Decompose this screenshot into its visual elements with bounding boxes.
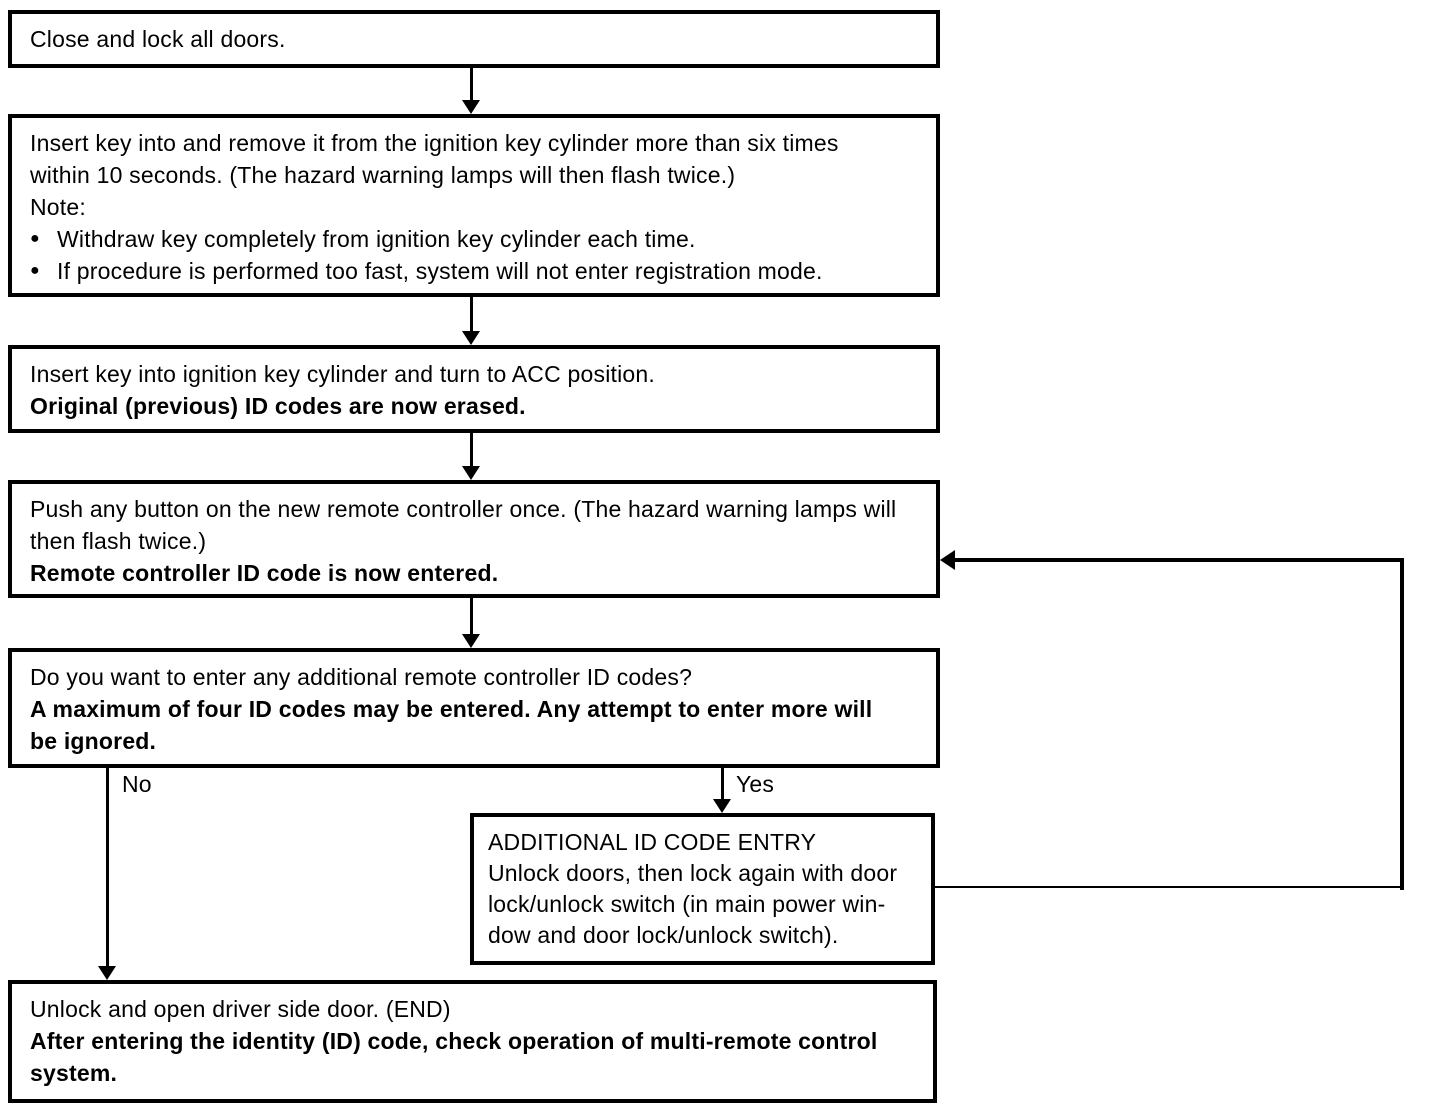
- step-text: dow and door lock/unlock switch).: [488, 922, 839, 948]
- note-label: Note:: [30, 194, 86, 220]
- step-text: Close and lock all doors.: [30, 26, 286, 52]
- decision-note-text: be ignored.: [30, 728, 157, 754]
- flow-step-additional-id-entry: ADDITIONAL ID CODE ENTRY Unlock doors, t…: [470, 813, 935, 965]
- flow-step-close-doors: Close and lock all doors.: [8, 10, 940, 68]
- bullet-icon: ●: [30, 230, 40, 247]
- connector-line: [470, 68, 473, 102]
- step-text: lock/unlock switch (in main power win-: [488, 891, 886, 917]
- arrow-down-icon: [462, 466, 480, 480]
- arrow-down-icon: [98, 966, 116, 980]
- branch-label-no: No: [122, 771, 152, 797]
- feedback-line-top: [952, 558, 1404, 562]
- feedback-line-bottom: [935, 886, 1404, 888]
- step-result-text: Remote controller ID code is now entered…: [30, 560, 499, 586]
- note-item: ● If procedure is performed too fast, sy…: [30, 255, 918, 287]
- connector-line: [470, 433, 473, 467]
- step-text: Insert key into and remove it from the i…: [30, 130, 839, 156]
- flow-step-key-acc-position: Insert key into ignition key cylinder an…: [8, 345, 940, 433]
- step-result-text: After entering the identity (ID) code, c…: [30, 1028, 878, 1054]
- step-text: Push any button on the new remote contro…: [30, 496, 897, 522]
- step-text: then flash twice.): [30, 528, 207, 554]
- connector-line: [470, 598, 473, 635]
- note-item-text: Withdraw key completely from ignition ke…: [57, 226, 696, 252]
- connector-line: [470, 297, 473, 333]
- step-text: Unlock doors, then lock again with door: [488, 860, 898, 886]
- note-item-text: If procedure is performed too fast, syst…: [57, 258, 823, 284]
- arrow-left-icon: [940, 550, 955, 570]
- branch-label-yes: Yes: [736, 771, 775, 797]
- flow-step-push-remote-button: Push any button on the new remote contro…: [8, 480, 940, 598]
- connector-line-yes: [721, 768, 724, 801]
- step-text: Insert key into ignition key cylinder an…: [30, 361, 655, 387]
- arrow-down-icon: [462, 100, 480, 114]
- step-title-text: ADDITIONAL ID CODE ENTRY: [488, 829, 817, 855]
- step-result-text: system.: [30, 1060, 118, 1086]
- note-item: ● Withdraw key completely from ignition …: [30, 223, 918, 255]
- arrow-down-icon: [462, 634, 480, 648]
- step-text: within 10 seconds. (The hazard warning l…: [30, 162, 736, 188]
- flow-step-end-check-operation: Unlock and open driver side door. (END) …: [8, 980, 937, 1103]
- connector-line-no: [106, 768, 109, 967]
- decision-question-text: Do you want to enter any additional remo…: [30, 664, 693, 690]
- arrow-down-icon: [713, 799, 731, 813]
- step-text: Unlock and open driver side door. (END): [30, 996, 451, 1022]
- feedback-line-vertical: [1400, 558, 1404, 890]
- decision-note-text: A maximum of four ID codes may be entere…: [30, 696, 873, 722]
- step-result-text: Original (previous) ID codes are now era…: [30, 393, 526, 419]
- flow-decision-additional-codes: Do you want to enter any additional remo…: [8, 648, 940, 768]
- flow-step-key-insert-remove: Insert key into and remove it from the i…: [8, 114, 940, 297]
- arrow-down-icon: [462, 331, 480, 345]
- bullet-icon: ●: [30, 262, 40, 279]
